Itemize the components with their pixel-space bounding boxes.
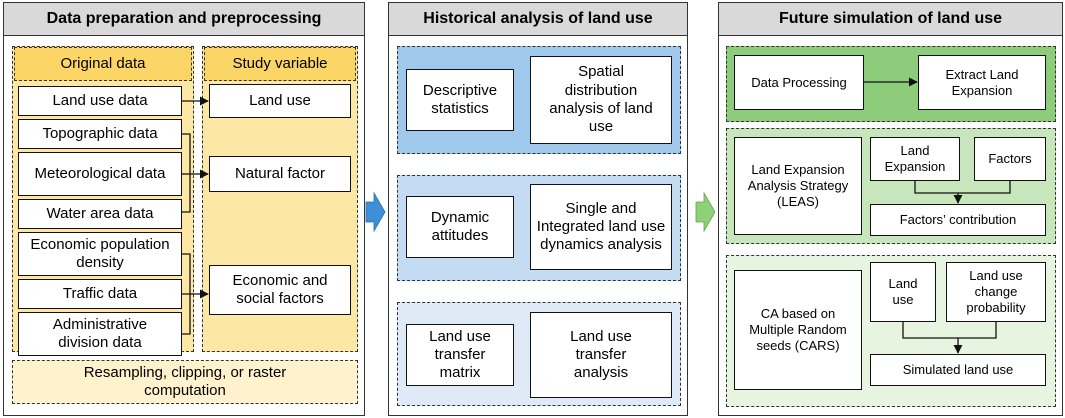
data-processing-box: Data Processing (734, 55, 864, 110)
connector-topographic (182, 133, 191, 213)
panel-title-data-preparation: Data preparation and preprocessing (3, 2, 365, 36)
transfer-analysis-box: Land use transfer analysis (530, 312, 672, 398)
data-item-meteorological: Meteorological data (18, 152, 182, 196)
data-item-water-area: Water area data (18, 199, 182, 229)
data-item-administrative: Administrative division data (18, 312, 182, 356)
leas-box: Land Expansion Analysis Strategy (LEAS) (734, 137, 862, 235)
transfer-matrix-box: Land use transfer matrix (406, 324, 514, 386)
spatial-distribution-box: Spatial distribution analysis of land us… (530, 56, 672, 144)
data-item-traffic: Traffic data (18, 279, 182, 309)
variable-land-use: Land use (209, 84, 351, 118)
connector-land-use-input (902, 322, 997, 339)
dynamics-analysis-box: Single and Integrated land use dynamics … (530, 184, 672, 270)
panel-title-historical-analysis: Historical analysis of land use (388, 2, 688, 36)
data-item-topographic: Topographic data (18, 119, 182, 149)
connector-land-expansion (914, 181, 1011, 194)
data-item-economic-population: Economic population density (18, 232, 182, 276)
original-data-header: Original data (14, 47, 192, 81)
descriptive-statistics-box: Descriptive statistics (406, 69, 514, 131)
variable-economic-social: Economic and social factors (209, 265, 351, 315)
panel-title-future-simulation: Future simulation of land use (718, 2, 1063, 36)
factors-contribution-box: Factors’ contribution (870, 204, 1046, 236)
arrow-to-historical (365, 191, 386, 233)
extract-land-expansion-box: Extract Land Expansion (918, 55, 1046, 110)
preprocessing-footer: Resampling, clipping, or raster computat… (12, 360, 358, 404)
arrow-to-simulation (695, 191, 716, 233)
change-probability-box: Land use change probability (946, 262, 1046, 322)
land-use-input-box: Land use (870, 262, 936, 322)
dynamic-attitudes-box: Dynamic attitudes (406, 196, 514, 258)
land-expansion-box: Land Expansion (870, 137, 960, 181)
cars-box: CA based on Multiple Random seeds (CARS) (734, 270, 862, 390)
simulated-land-use-box: Simulated land use (870, 354, 1046, 386)
study-variable-header: Study variable (204, 47, 356, 81)
factors-box: Factors (974, 137, 1046, 181)
data-item-land-use: Land use data (18, 86, 182, 116)
variable-natural-factor: Natural factor (209, 156, 351, 192)
